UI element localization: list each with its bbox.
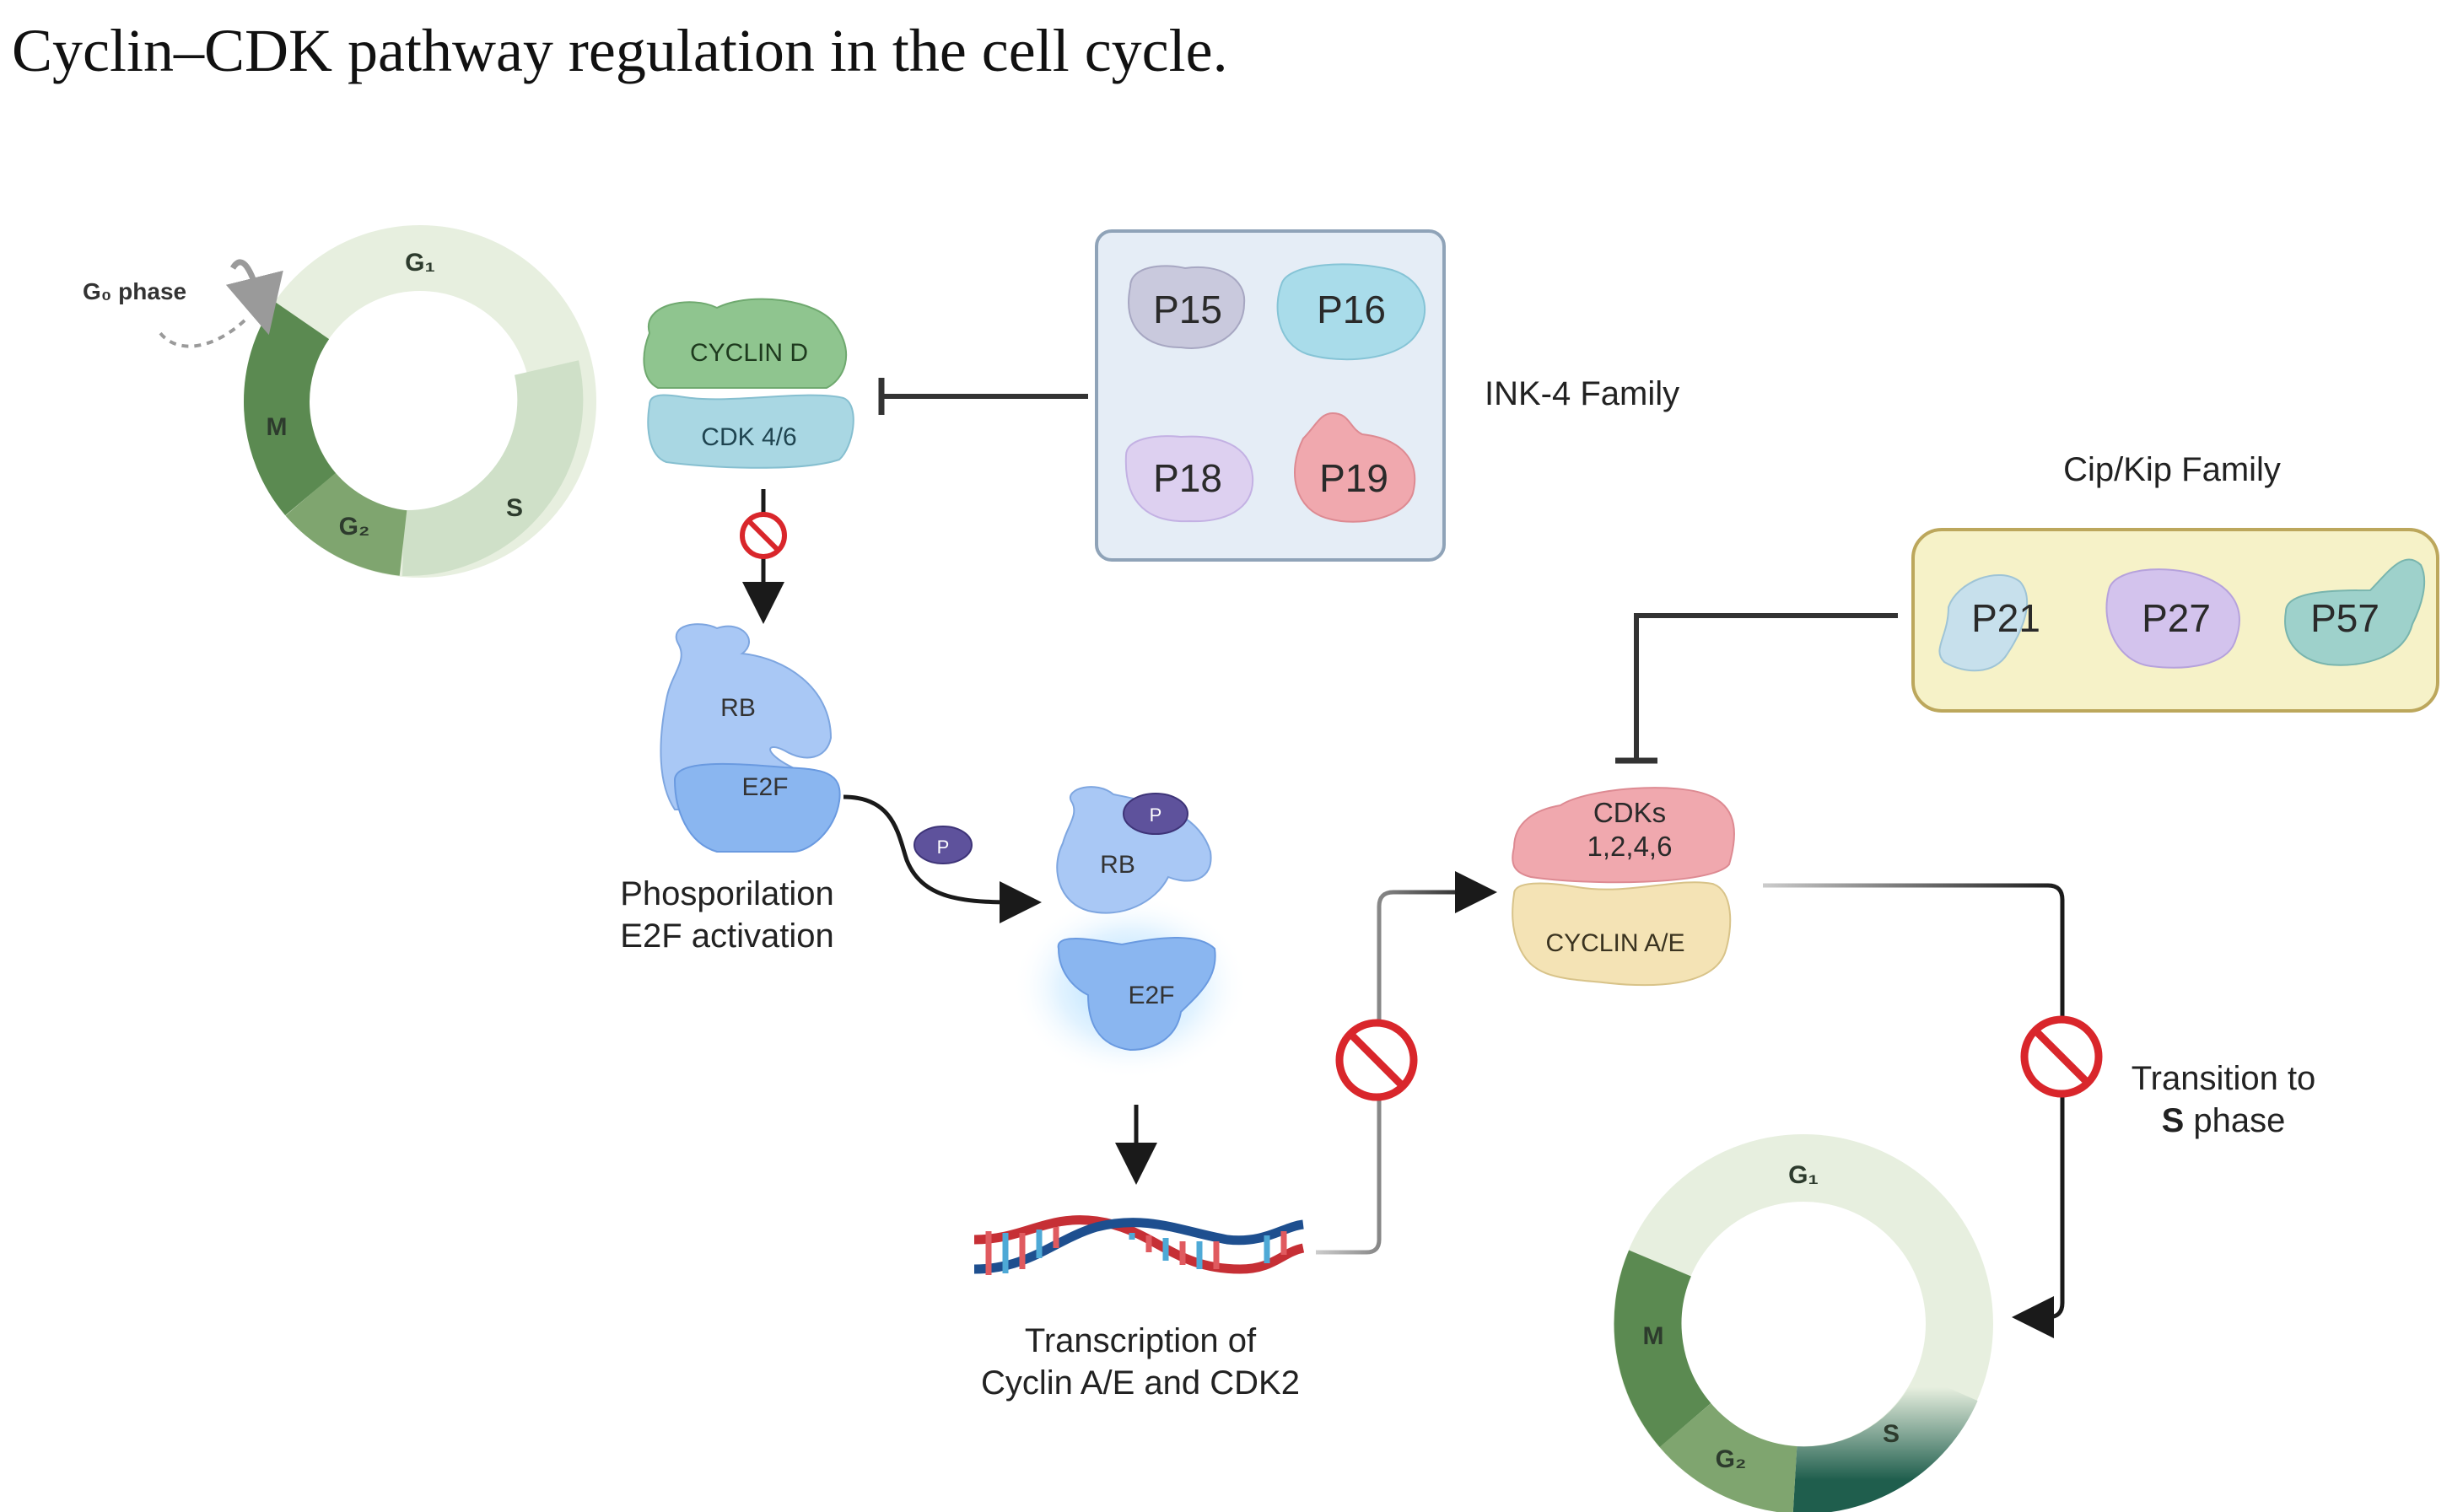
g0-return-arrow [159,319,246,348]
cyclin-d-label: CYCLIN D [690,339,808,367]
inhibit-icon-1 [740,512,787,559]
phase-s-segment [402,360,584,577]
p27-label: P27 [2142,596,2211,640]
bottom-phase-m-segment [1614,1250,1712,1447]
p21-label: P21 [1971,596,2040,640]
cipkip-family-label: Cip/Kip Family [2063,451,2281,488]
p21-protein: P21 [1938,573,2040,672]
phosphate-label: P [937,837,950,858]
transcription-label-line1: Transcription of [1025,1322,1257,1359]
transition-phase-label: phase [2184,1102,2285,1139]
phosphate-group: P [914,826,973,864]
transition-label-line1: Transition to [2132,1060,2316,1097]
p18-label: P18 [1153,456,1222,500]
dna-helix [973,1215,1305,1275]
e2f-label: E2F [741,773,788,801]
p57-protein: P57 [2284,558,2426,666]
phase-g1-label: G₁ [405,249,435,277]
transition-s-label: S [2162,1102,2185,1139]
g0-exit-arrow [225,259,283,336]
p19-protein: P19 [1294,412,1416,523]
e2f-active: E2F [1057,937,1216,1052]
page-title: Cyclin–CDK pathway regulation in the cel… [12,17,1228,84]
cipkip-inhibition-line [1634,613,1898,759]
bottom-phase-s-segment [1792,1372,1978,1512]
rb-label: RB [720,694,756,722]
phase-m-segment [244,301,337,516]
cell-cycle-top: G₁ S G₂ M [244,225,596,578]
phosphorylation-arrow [843,794,1042,923]
phase-s-label: S [506,494,523,522]
cdks-protein: CDKs 1,2,4,6 [1512,787,1735,884]
cdk46-protein: CDK 4/6 [647,394,854,469]
p57-label: P57 [2310,596,2379,640]
e2f-active-label: E2F [1128,982,1174,1009]
inhibit-icon-2 [1335,1019,1418,1101]
bottom-phase-m-label: M [1643,1322,1664,1350]
cyclin-ae-protein: CYCLIN A/E [1512,881,1732,987]
phase-m-label: M [267,413,288,441]
rb-phosphate-label: P [1150,804,1162,826]
ink4-family-label: INK-4 Family [1485,375,1679,412]
phase-g2-label: G₂ [339,513,370,541]
inhibit-icon-3 [2020,1015,2103,1098]
p15-label: P15 [1153,288,1222,331]
transcription-label-line2: Cyclin A/E and CDK2 [981,1364,1300,1402]
bottom-phase-g2-segment [1659,1402,1798,1512]
cdk-to-transition-arrow [1763,883,2065,1338]
bottom-phase-g2-label: G₂ [1716,1445,1747,1473]
p16-label: P16 [1317,288,1386,331]
g0-phase-label: G₀ phase [83,278,186,304]
cyclin-ae-label: CYCLIN A/E [1545,929,1684,957]
p16-protein: P16 [1276,263,1426,361]
phase-g2-segment [285,471,408,576]
bottom-phase-g1-label: G₁ [1788,1161,1819,1189]
p19-label: P19 [1319,456,1388,500]
p18-protein: P18 [1124,435,1254,523]
phosphorylation-label-line1: Phosporilation [620,875,834,912]
rb-e2f-complex: RB E2F [660,623,841,853]
bottom-phase-s-label: S [1883,1420,1900,1448]
cell-cycle-bottom: G₁ S G₂ M [1614,1134,1993,1512]
rb-active-label: RB [1100,851,1135,879]
rb-phosphorylated: RB P [1056,786,1212,914]
cdks-label-line1: CDKs [1593,797,1666,828]
phosphorylation-label-line2: E2F activation [620,917,833,955]
cdks-label-line2: 1,2,4,6 [1587,831,1673,862]
p27-protein: P27 [2105,568,2240,669]
p15-protein: P15 [1128,265,1246,349]
cyclin-d-protein: CYCLIN D [643,298,848,389]
cdk46-label: CDK 4/6 [701,423,796,451]
transition-label-line2: S phase [2162,1102,2286,1139]
